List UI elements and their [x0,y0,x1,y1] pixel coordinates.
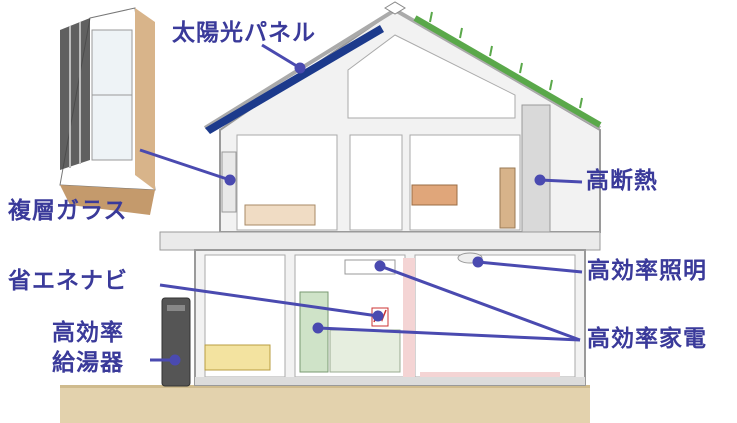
label-insulation: 高断熱 [586,168,658,194]
label-water-heater-line2: 給湯器 [52,350,124,376]
leader-appliances-2 [379,264,581,342]
leader-multilayer-glass [139,148,231,182]
label-hems: 省エネナビ [8,268,128,294]
label-multilayer-glass: 複層ガラス [8,198,128,224]
label-solar-panel: 太陽光パネル [172,20,316,46]
ground [60,385,590,423]
window-cross-section-icon [59,7,156,215]
leader-lines [139,43,583,366]
label-water-heater-line1: 高効率 [52,320,124,346]
house [159,1,601,386]
leader-lighting [477,260,583,274]
air-conditioner-icon [344,259,396,275]
leader-hems [159,283,379,318]
water-heater-unit-icon [161,297,191,387]
leader-appliances-1 [317,326,581,342]
leader-solar-panel [261,43,301,70]
solar-panel [205,25,384,134]
label-efficient-appliances: 高効率家電 [587,326,707,352]
leader-insulation [539,178,583,184]
label-efficient-lighting: 高効率照明 [587,258,707,284]
roof-greening [413,11,602,128]
